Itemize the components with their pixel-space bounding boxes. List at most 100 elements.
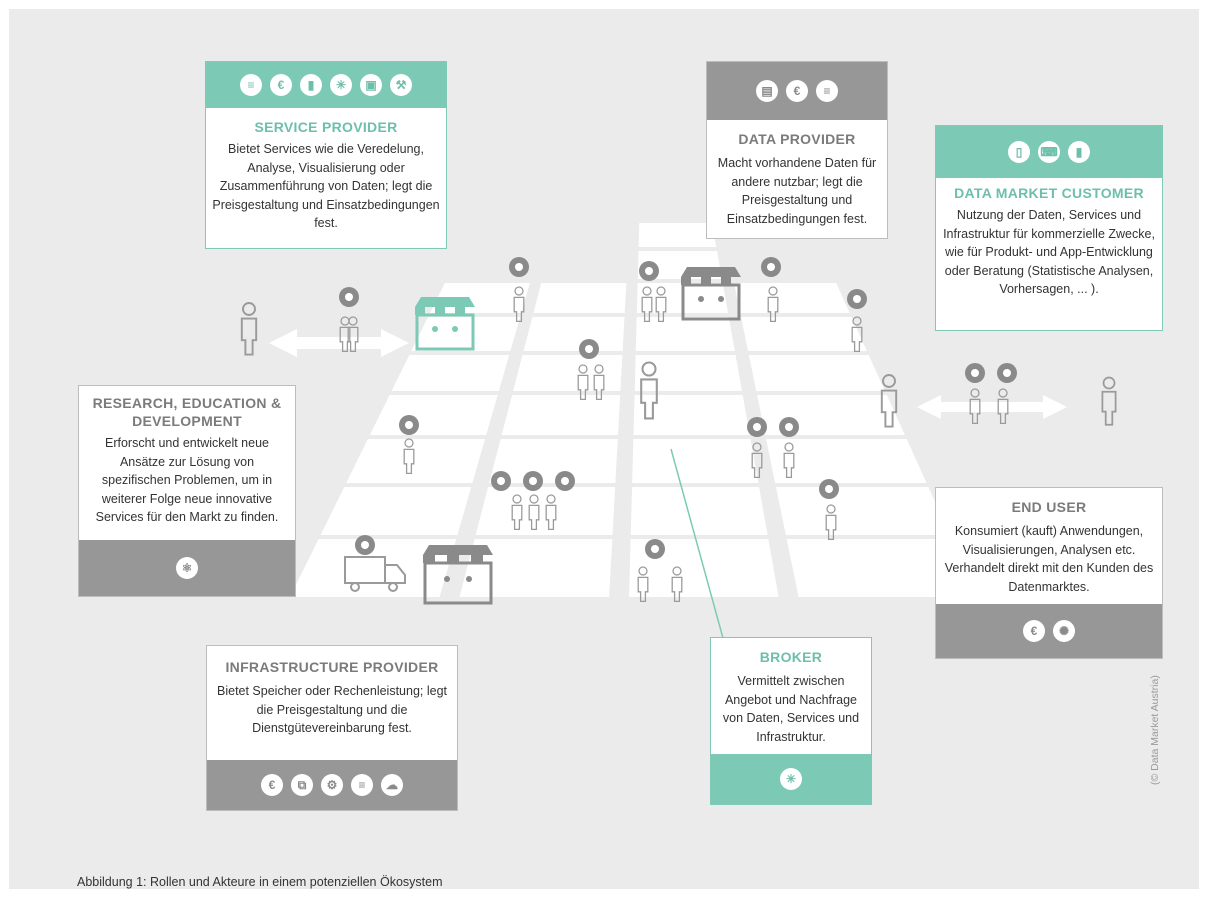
person-figure [851,316,863,353]
person-figure [403,438,415,475]
person-figure [593,364,605,401]
floor-mini-icon [509,257,529,277]
code-icon: ⌨ [1038,141,1060,163]
service-provider-store [415,297,475,351]
floor-tile [501,395,621,435]
floor-tile [289,539,457,597]
research-icon-band: ⚛ [79,540,295,596]
data-provider-title: DATA PROVIDER [738,131,856,147]
research-description: Erforscht und entwickelt neue Ansätze zu… [95,436,279,524]
data-provider-icon-band: ▤ € ≡ [707,62,887,120]
presentation-icon: ▣ [360,74,382,96]
floor-tile [748,355,885,391]
floor-tile [523,317,625,351]
floor-mini-icon [399,415,419,435]
tools-icon: ⚒ [390,74,412,96]
marketplace-scene [240,223,1117,650]
person-figure [637,566,649,603]
floor-tile [775,487,951,535]
floor-tile [633,395,750,435]
service-provider-description: Bietet Services wie die Veredelung, Anal… [212,142,440,230]
copyright-note: (© Data Market Austria) [1149,675,1161,785]
floor-tile [630,487,768,535]
person-figure [513,286,525,323]
data-provider-store [681,267,741,321]
floor-tile [411,317,521,351]
cloud-upload-icon: ☁ [381,774,403,796]
person-figure [339,316,351,353]
floor-tile [635,317,735,351]
server-network-icon: ⧉ [291,774,313,796]
floor-tile [741,317,867,351]
chart-icon: ▮ [300,74,322,96]
person-figure [511,494,523,531]
floor-tile [632,439,759,483]
atom-icon: ⚛ [176,557,198,579]
research-exchange-arrow [269,329,409,357]
person-figure [671,566,683,603]
euro-icon: € [261,774,283,796]
floor-mini-icon [819,479,839,499]
person-figure [655,286,667,323]
floor-tile [766,439,927,483]
euro-icon: € [270,74,292,96]
person-figure [783,442,795,479]
gears-icon: ⚙ [321,774,343,796]
floor-tile [369,395,498,435]
document-icon: ≡ [240,74,262,96]
euro-icon: € [786,80,808,102]
end-user-exchange-arrow [917,395,1067,419]
infrastructure-description: Bietet Speicher oder Rechenleistung; leg… [217,684,448,735]
research-title: RESEARCH, EDUCATION & DEVELOPMENT [92,395,282,429]
person-figure [825,504,837,541]
ecosystem-diagram: ≡ € ▮ ✳ ▣ ⚒ SERVICE PROVIDER Bietet Serv… [9,9,1199,889]
floor-mini-icon [355,535,375,555]
person-figure [1101,376,1117,426]
truck-icon [344,556,406,592]
actors-group [240,286,1117,603]
customer-description: Nutzung der Daten, Services und Infrastr… [943,208,1155,296]
floor-tile [475,487,616,535]
customer-title: DATA MARKET CUSTOMER [954,185,1144,201]
floor-tile [459,539,613,597]
euro-icon: € [1023,620,1045,642]
person-figure [997,388,1009,425]
figure-caption: Abbildung 1: Rollen und Akteure in einem… [77,875,443,889]
floor-tile [346,439,486,483]
floor-tile [513,355,623,391]
floor-mini-icon [579,339,599,359]
database-icon: ▤ [756,80,778,102]
person-figure [751,442,763,479]
floor-mini-icon [965,363,985,383]
document-icon: ≡ [816,80,838,102]
person-figure [640,361,658,420]
data-provider-description: Macht vorhandene Daten für andere nutzba… [717,156,877,226]
floor-mini-icon [747,417,767,437]
floor-icons-group [339,257,1017,559]
network-icon: ✳ [780,768,802,790]
floor-mini-icon [491,471,511,491]
end-user-card: END USER Konsumiert (kauft) Anwendungen,… [935,487,1163,659]
floor-tile [391,355,510,391]
network-icon: ✳ [330,74,352,96]
person-figure [577,364,589,401]
person-figure [641,286,653,323]
research-card: RESEARCH, EDUCATION & DEVELOPMENT Erfors… [78,385,296,597]
end-user-description: Konsumiert (kauft) Anwendungen, Visualis… [944,524,1154,594]
person-figure [969,388,981,425]
floor-mini-icon [339,287,359,307]
end-user-icon-band: € ✺ [936,604,1162,658]
infrastructure-title: INFRASTRUCTURE PROVIDER [225,659,439,675]
floor-tile [638,223,717,247]
floor-tile [734,283,850,313]
floor-mini-icon [523,471,543,491]
idea-icon: ✺ [1053,620,1075,642]
broker-icon-band: ✳ [711,754,871,804]
person-figure [528,494,540,531]
end-user-title: END USER [1011,499,1087,515]
floor-mini-icon [847,289,867,309]
data-market-customer-card: ▯ ⌨ ▮ DATA MARKET CUSTOMER Nutzung der D… [935,125,1163,331]
floor-mini-icon [779,417,799,437]
data-provider-card: ▤ € ≡ DATA PROVIDER Macht vorhandene Dat… [706,61,888,239]
broker-connector [670,448,727,650]
